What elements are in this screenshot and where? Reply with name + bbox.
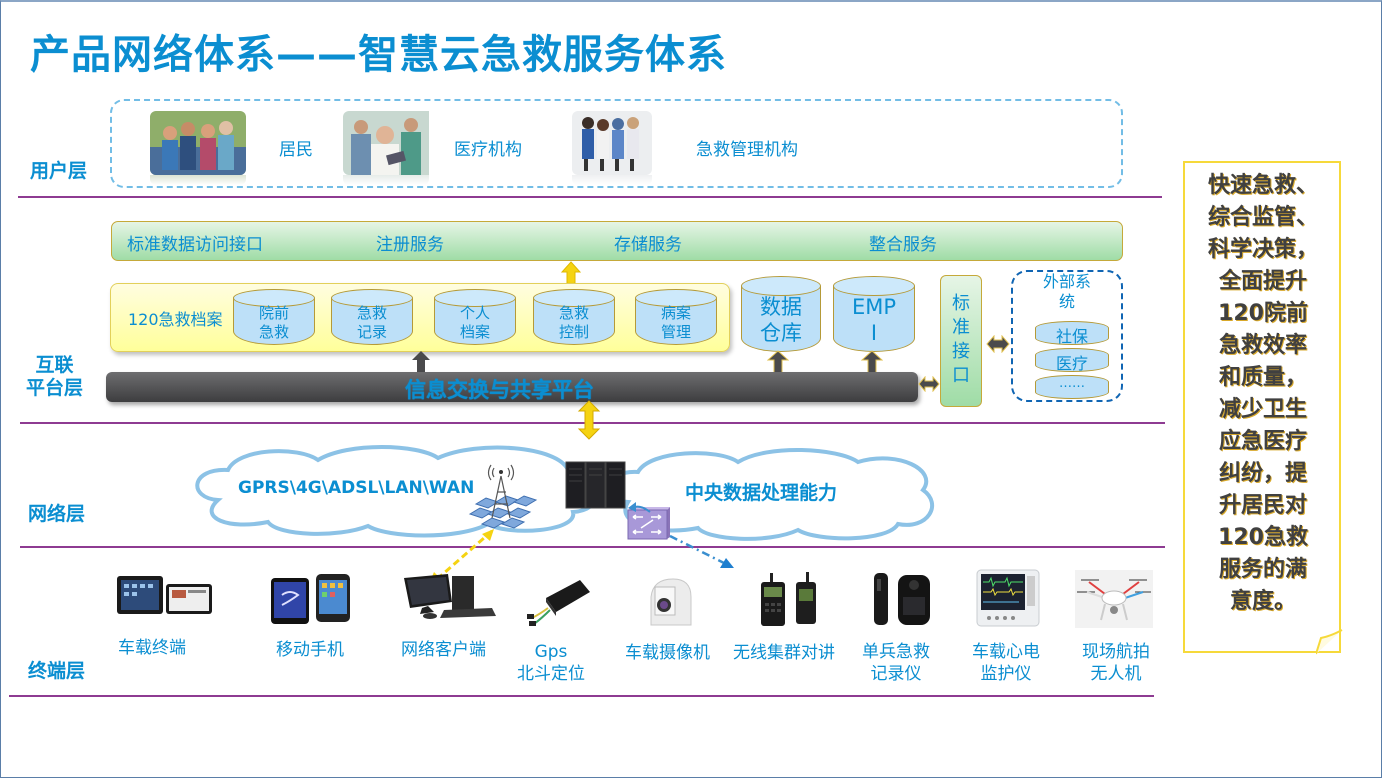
drone-icon <box>1075 570 1153 628</box>
external-system-medical[interactable]: 医疗 <box>1035 348 1109 373</box>
external-system-label: 社保 <box>1055 327 1088 346</box>
terminal-label-ecg-monitor: 车载心电 监护仪 <box>972 642 1040 684</box>
db-text-line2: 管理 <box>660 323 691 341</box>
user-item-residents[interactable] <box>150 111 246 185</box>
terminal-label-vehicle-camera: 车载摄像机 <box>625 643 710 663</box>
terminal-label-trunked-radio: 无线集群对讲 <box>733 643 835 663</box>
service-integration[interactable]: 整合服务 <box>869 235 937 255</box>
terminal-label-vehicle-terminal: 车载终端 <box>118 638 186 658</box>
photo-reflection <box>150 175 246 185</box>
page-title: 产品网络体系——智慧云急救服务体系 <box>30 32 727 78</box>
service-storage[interactable]: 存储服务 <box>614 235 682 255</box>
user-item-medical-institutions[interactable] <box>343 111 439 185</box>
divider-line <box>20 546 1165 548</box>
divider-line <box>9 695 1154 697</box>
database-personal-records[interactable]: 个人 档案 <box>434 289 516 345</box>
user-item-emergency-management[interactable] <box>572 111 652 185</box>
network-cloud-right <box>606 448 935 541</box>
external-systems-title: 外部系 统 <box>1042 272 1091 311</box>
page-curl-icon <box>1316 628 1343 655</box>
medical-staff-photo-icon <box>343 111 439 175</box>
up-arrow-icon <box>412 351 430 373</box>
database-case-management[interactable]: 病案 管理 <box>635 289 717 345</box>
up-arrow-icon <box>561 261 581 285</box>
network-types-label: GPRS\4G\ADSL\LAN\WAN <box>238 478 475 498</box>
db-text-line2: 记录 <box>356 323 387 341</box>
external-system-label: 医疗 <box>1055 354 1088 373</box>
terminal-label-aerial-drone: 现场航拍 无人机 <box>1082 642 1150 684</box>
database-empi[interactable]: EMP I <box>833 276 915 352</box>
walkie-talkie-icon <box>761 572 816 626</box>
user-label-medical-institutions: 医疗机构 <box>454 140 522 160</box>
double-arrow-horizontal-icon <box>986 335 1010 353</box>
photo-reflection <box>343 175 429 185</box>
user-label-residents: 居民 <box>279 140 313 160</box>
db-text-line2: 档案 <box>459 323 490 341</box>
database-prehospital-emergency[interactable]: 院前 急救 <box>233 289 315 345</box>
db-text-line2: 控制 <box>558 323 589 341</box>
photo-reflection <box>572 175 652 185</box>
archive-label: 120急救档案 <box>128 310 223 329</box>
info-exchange-platform-bar <box>106 372 918 402</box>
up-arrow-icon <box>861 350 883 374</box>
terminal-label-mobile-phone: 移动手机 <box>276 640 344 660</box>
external-systems-box <box>1011 270 1123 402</box>
db-text-line1: 急救 <box>558 304 589 322</box>
body-camera-icon <box>874 573 930 625</box>
up-arrow-icon <box>767 350 789 374</box>
layer-label-platform: 互联 平台层 <box>26 354 84 399</box>
external-system-more[interactable]: …… <box>1035 375 1109 399</box>
divider-line <box>18 196 1162 198</box>
server-rack-icon <box>565 461 626 509</box>
db-text-line1: 急救 <box>356 304 387 322</box>
user-layer-box <box>110 99 1123 188</box>
database-emergency-records[interactable]: 急救 记录 <box>331 289 413 345</box>
service-standard-data-access[interactable]: 标准数据访问接口 <box>127 235 263 255</box>
double-arrow-vertical-icon <box>577 400 601 440</box>
layer-label-user: 用户层 <box>30 160 88 182</box>
db-text-line1: 个人 <box>459 304 490 322</box>
db-text-line1: 病案 <box>660 304 691 322</box>
db-text-line2: I <box>870 321 878 345</box>
database-data-warehouse[interactable]: 数据 仓库 <box>741 276 821 352</box>
db-text-line1: 院前 <box>258 304 289 322</box>
dome-camera-icon <box>650 578 692 626</box>
tablet-icon <box>117 576 212 614</box>
layer-label-network: 网络层 <box>28 503 86 525</box>
smartphone-icon <box>271 574 350 624</box>
standard-interface-label: 标 准 接 口 <box>952 293 970 386</box>
summary-note-text: 快速急救、 综合监管、 科学决策， 全面提升 120院前 急救效率 和质量， 减… <box>1207 173 1318 614</box>
terminal-label-gps-beidou: Gps 北斗定位 <box>517 642 585 684</box>
terminal-label-network-client: 网络客户端 <box>401 640 486 660</box>
layer-label-terminal: 终端层 <box>28 660 86 682</box>
terminal-label-body-recorder: 单兵急救 记录仪 <box>862 642 930 684</box>
db-text-line1: 数据 <box>760 295 802 319</box>
external-system-label: …… <box>1059 376 1085 391</box>
network-switch-icon <box>627 507 670 540</box>
cell-tower-icon <box>468 464 538 529</box>
family-photo-icon <box>150 111 246 175</box>
service-registration[interactable]: 注册服务 <box>376 235 444 255</box>
emergency-team-photo-icon <box>572 111 652 175</box>
database-emergency-control[interactable]: 急救 控制 <box>533 289 615 345</box>
central-data-processing-label: 中央数据处理能力 <box>685 482 838 504</box>
info-exchange-platform-label: 信息交换与共享平台 <box>405 378 594 402</box>
gps-tracker-icon <box>527 580 590 626</box>
data-link-arrow-icon <box>628 502 734 568</box>
user-label-emergency-management: 急救管理机构 <box>696 140 798 160</box>
double-arrow-horizontal-icon <box>918 376 940 392</box>
db-text-line2: 仓库 <box>760 321 802 345</box>
archive-box <box>110 283 730 352</box>
service-bar <box>111 221 1123 261</box>
summary-note <box>1183 161 1341 653</box>
desktop-computer-icon <box>404 574 496 619</box>
db-text-line1: EMP <box>851 295 897 319</box>
db-text-line2: 急救 <box>258 323 289 341</box>
external-system-social-security[interactable]: 社保 <box>1035 321 1109 346</box>
standard-interface-box[interactable] <box>940 275 982 407</box>
ecg-monitor-icon <box>976 569 1040 627</box>
